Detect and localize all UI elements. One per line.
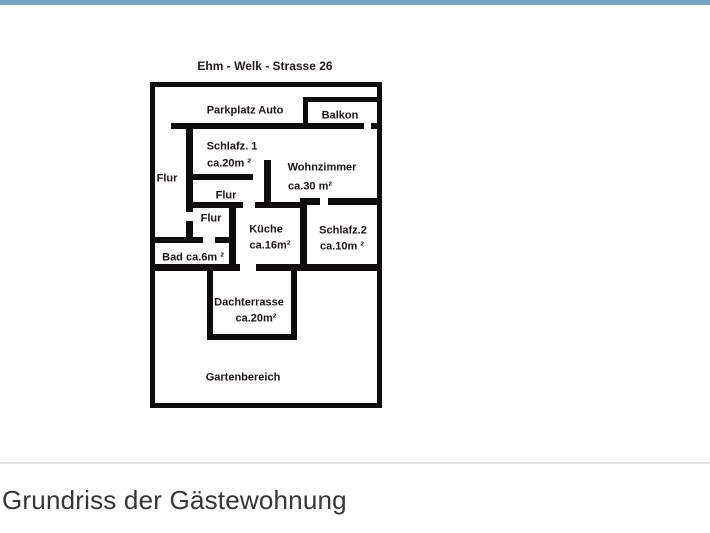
wall-main-a [171, 123, 364, 129]
room-size-schlafz1: ca.20m ² [206, 157, 252, 170]
room-label-flur-left: Flur [156, 172, 178, 185]
wall-dach-bottom [207, 334, 297, 340]
room-size-kueche: ca.16m² [249, 239, 291, 252]
room-label-kueche: Küche [249, 223, 283, 236]
wall-flur-b [186, 221, 193, 242]
wall-bad-top-a [155, 237, 203, 243]
wall-dach-left [207, 271, 213, 340]
page-title: Grundriss der Gästewohnung [2, 485, 347, 515]
top-accent-bar [0, 0, 710, 5]
wall-apt-bottom-a [155, 264, 240, 271]
room-size-wohnzimmer: ca.30 m² [287, 180, 333, 193]
room-label-wohnzimmer: Wohnzimmer [287, 161, 357, 174]
room-label-parkplatz: Parkplatz Auto [206, 104, 284, 117]
wall-schlafz1-bottom [193, 174, 253, 180]
room-label-flur-low: Flur [200, 212, 222, 225]
floorplan-walls [150, 82, 382, 408]
wall-outer-bottom [150, 403, 382, 408]
room-label-schlafz1: Schlafz. 1 [206, 140, 258, 153]
room-label-flur-mid: Flur [215, 189, 237, 202]
wall-schlafz2-top-b [328, 198, 378, 205]
wall-outer-right [377, 82, 382, 408]
wall-flur-a [186, 129, 193, 212]
wall-outer-top [150, 82, 382, 87]
wall-wohnzimmer-left [264, 160, 271, 208]
room-label-balkon: Balkon [321, 109, 359, 122]
wall-balkon-top [303, 97, 377, 102]
wall-apt-bottom-b [256, 264, 378, 271]
divider-line [0, 462, 710, 464]
room-label-dachterrasse: Dachterrasse [214, 296, 284, 309]
room-size-schlafz2: ca.10m ² [319, 240, 365, 253]
room-label-schlafz2: Schlafz.2 [319, 224, 367, 237]
plan-title: Ehm - Welk - Strasse 26 [197, 59, 333, 73]
wall-kueche-top-b [255, 202, 307, 208]
wall-kueche-left [229, 208, 236, 269]
wall-bad-top-b [215, 237, 229, 243]
wall-schlafz2-top-a [300, 198, 320, 205]
wall-outer-left [150, 82, 155, 408]
room-size-dachterrasse: ca.20m² [235, 312, 277, 325]
room-label-garten: Gartenbereich [205, 371, 281, 384]
wall-dach-right [291, 271, 297, 340]
wall-balkon-left [303, 97, 308, 129]
wall-schlafz2-left [300, 198, 307, 269]
wall-kueche-top-a [186, 202, 243, 208]
room-label-bad: Bad ca.6m ² [162, 251, 224, 264]
wall-main-b [371, 123, 377, 129]
